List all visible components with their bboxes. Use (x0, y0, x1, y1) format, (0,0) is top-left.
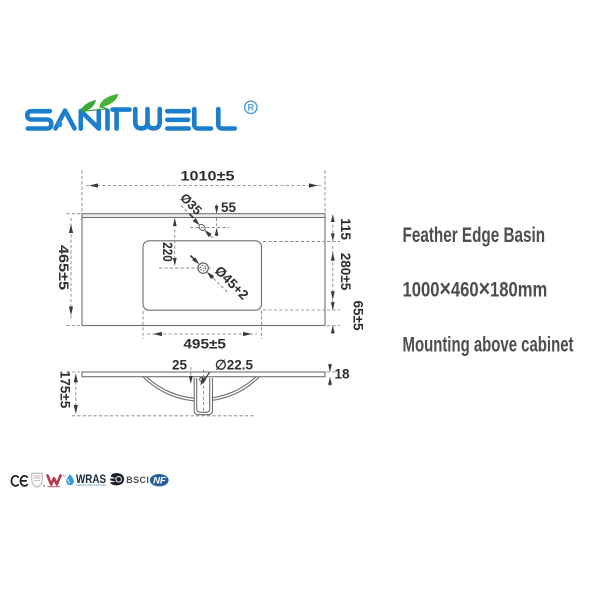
svg-text:Feather Edge Basin: Feather Edge Basin (403, 224, 546, 247)
svg-text:115: 115 (338, 218, 353, 240)
svg-text:175±5: 175±5 (58, 371, 73, 409)
svg-text:1010±5: 1010±5 (181, 169, 236, 184)
svg-text:465±5: 465±5 (56, 245, 71, 291)
svg-text:WRAS: WRAS (76, 472, 106, 486)
svg-text:NF: NF (153, 476, 166, 487)
svg-text:65±5: 65±5 (351, 301, 366, 331)
svg-text:495±5: 495±5 (183, 337, 226, 352)
svg-text:WATER REGULATIONS ADVISORY SCH: WATER REGULATIONS ADVISORY SCHEME (76, 484, 106, 487)
svg-text:18: 18 (335, 367, 351, 382)
svg-text:1000×460×180mm: 1000×460×180mm (403, 275, 548, 302)
svg-text:Mounting above cabinet: Mounting above cabinet (403, 334, 574, 357)
svg-text:280±5: 280±5 (338, 253, 353, 291)
svg-text:220: 220 (160, 242, 175, 262)
svg-text:∅22.5: ∅22.5 (215, 358, 254, 373)
svg-text:BSCI: BSCI (126, 475, 149, 485)
svg-text:TM: TM (61, 474, 66, 478)
svg-text:R: R (248, 103, 255, 113)
svg-text:25: 25 (172, 358, 188, 373)
svg-text:55: 55 (221, 200, 237, 215)
